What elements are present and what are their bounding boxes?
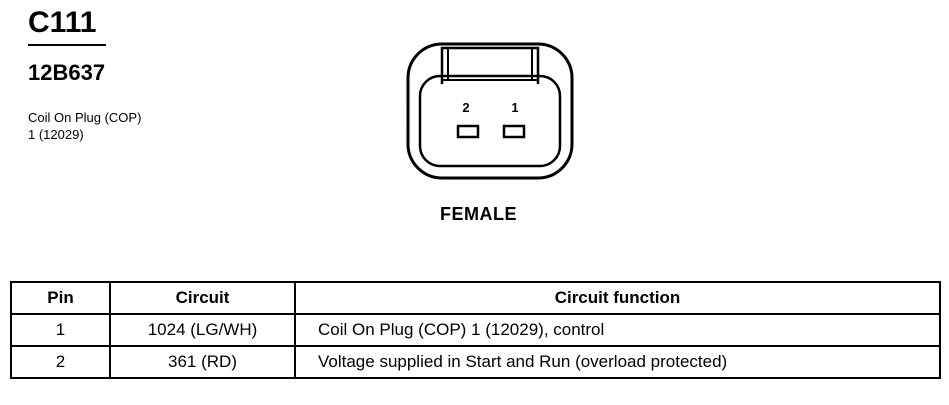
connector-id: C111 [28,6,97,39]
circuit-cell: 361 (RD) [109,345,296,379]
circuit-cell: 1024 (LG/WH) [109,313,296,347]
connector-outer-shell [406,42,574,180]
table-header-row: Pin Circuit Circuit function [10,281,941,315]
table-row: 1 1024 (LG/WH) Coil On Plug (COP) 1 (120… [10,313,941,347]
component-description-number: 1 (12029) [28,127,84,142]
pin-cell: 2 [10,345,111,379]
pin-label-1: 1 [511,100,518,115]
connector-gender-label: FEMALE [440,204,517,224]
pin-cavity-1 [502,124,526,139]
header-circuit-function: Circuit function [294,281,941,315]
pin-label-2: 2 [462,100,469,115]
part-number: 12B637 [28,60,106,85]
pin-cell: 1 [10,313,111,347]
component-description: Coil On Plug (COP) [28,110,142,125]
title-underline [28,44,106,46]
pin-cavity-2 [456,124,480,139]
function-cell: Voltage supplied in Start and Run (overl… [294,345,941,379]
header-circuit: Circuit [109,281,296,315]
connector-inner-shell [418,74,562,168]
table-row: 2 361 (RD) Voltage supplied in Start and… [10,345,941,379]
header-pin: Pin [10,281,111,315]
connector-latch [440,46,540,84]
connector-face-diagram: 2 1 [406,42,574,180]
pin-table: Pin Circuit Circuit function 1 1024 (LG/… [10,281,941,379]
function-cell: Coil On Plug (COP) 1 (12029), control [294,313,941,347]
